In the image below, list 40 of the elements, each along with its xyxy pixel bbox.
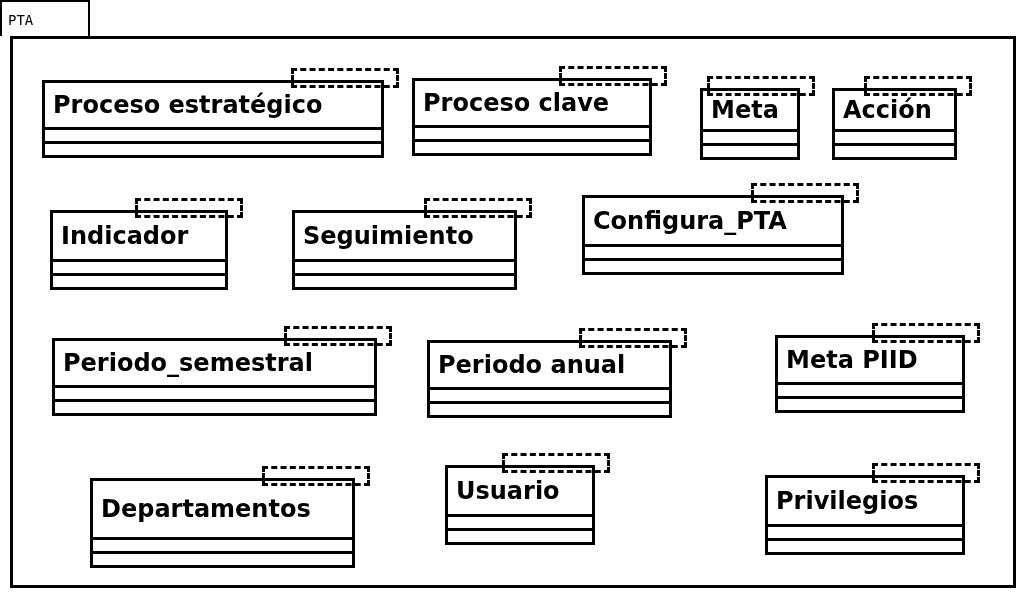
class-box [445,465,595,545]
class-box [700,88,800,160]
class-name: Indicador [61,222,189,250]
template-parameter-box [864,76,972,96]
class-name: Departamentos [101,495,311,523]
class-box [292,210,517,290]
class-box [52,338,377,416]
class-box [90,478,355,568]
class-name: Proceso clave [423,89,610,117]
class-name: Proceso estratégico [53,91,323,119]
template-parameter-box [579,328,687,348]
class-box [42,80,384,158]
template-parameter-box [872,463,980,483]
class-name: Seguimiento [303,222,474,250]
template-parameter-box [707,76,815,96]
class-box [412,78,652,156]
template-parameter-box [424,198,532,218]
class-box [50,210,228,290]
class-box [582,195,844,275]
template-parameter-box [262,466,370,486]
class-name: Periodo anual [438,351,626,379]
template-parameter-box [284,326,392,346]
template-parameter-box [135,198,243,218]
class-name: Periodo_semestral [63,349,313,377]
template-parameter-box [751,183,859,203]
template-parameter-box [872,323,980,343]
class-box [832,88,957,160]
template-parameter-box [559,66,667,86]
class-name: Usuario [456,477,560,505]
template-parameter-box [291,68,399,88]
class-name: Meta PIID [786,346,918,374]
class-name: Privilegios [776,487,919,515]
class-box [427,340,672,418]
class-box [775,335,965,413]
class-name: Configura_PTA [593,207,787,235]
class-box [765,475,965,555]
package-tab: PTA [0,0,90,36]
template-parameter-box [502,453,610,473]
class-name: Meta [711,96,779,124]
class-name: Acción [843,96,932,124]
